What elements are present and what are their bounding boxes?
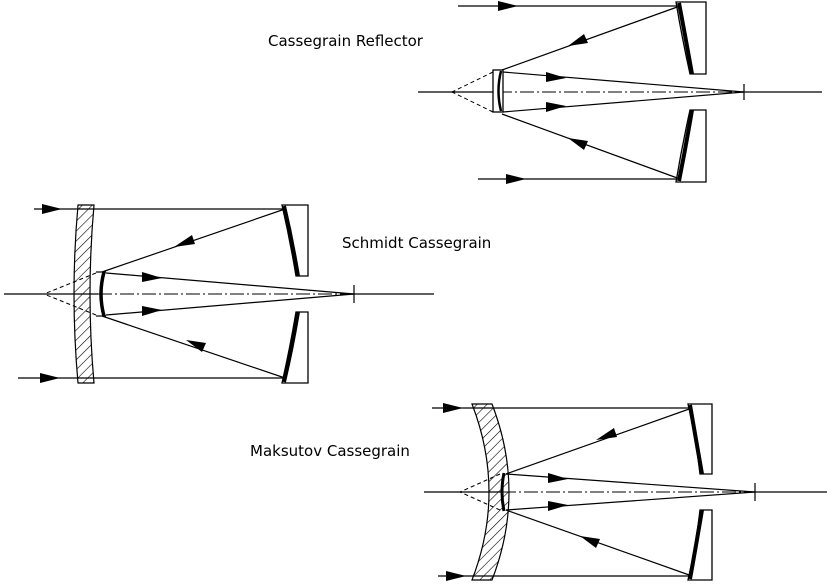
primary-mirror-surface [677,2,694,75]
reflected-ray [505,407,693,475]
arrow-head [580,536,600,548]
arrow-head [568,138,588,150]
primary-mirror-surface [282,311,300,383]
virtual-ray [459,473,501,493]
arrow-head [142,272,162,282]
arrow-head [506,174,526,184]
maksutov-meniscus-corrector [471,403,510,581]
converging-ray [502,91,745,113]
arrow-head [498,1,518,11]
converging-ray [505,491,756,511]
secondary-mirror-surface [497,70,503,112]
converging-ray [502,71,745,93]
arrow-head [546,102,566,112]
arrow-head [546,72,566,82]
arrow-head [186,340,206,352]
reflected-ray [101,315,286,379]
primary-mirror-surface [688,509,704,580]
arrow-head [174,235,195,247]
primary-mirror-surface [677,109,694,182]
arrow-head [443,403,463,413]
schmidt-cassegrain-diagram: Schmidt Cassegrain [4,204,491,384]
arrow-head [40,373,60,383]
virtual-ray [459,491,501,511]
primary-mirror-surface [688,404,704,475]
arrow-head [142,306,162,316]
maksutov-cassegrain-label: Maksutov Cassegrain [250,442,410,460]
virtual-ray [451,91,494,113]
secondary-mirror [99,271,106,317]
secondary-mirror [500,472,506,512]
cassegrain-reflector-label: Cassegrain Reflector [268,32,424,50]
primary-mirror-surface [282,205,300,277]
arrow-head [548,473,568,483]
arrow-head [568,34,588,46]
reflected-ray [505,509,693,577]
arrow-head [446,571,466,581]
arrow-head [596,428,617,440]
virtual-ray [451,71,494,93]
maksutov-cassegrain-diagram: Maksutov Cassegrain [250,403,827,581]
reflected-ray [501,113,681,180]
arrow-head [42,204,62,214]
converging-ray [505,473,756,493]
schmidt-cassegrain-label: Schmidt Cassegrain [342,234,491,252]
virtual-ray [43,272,97,295]
schmidt-corrector-plate [73,204,95,384]
virtual-ray [43,293,97,316]
arrow-head [548,501,568,511]
reflected-ray [501,5,681,71]
cassegrain-reflector-diagram: Cassegrain Reflector [268,1,822,184]
